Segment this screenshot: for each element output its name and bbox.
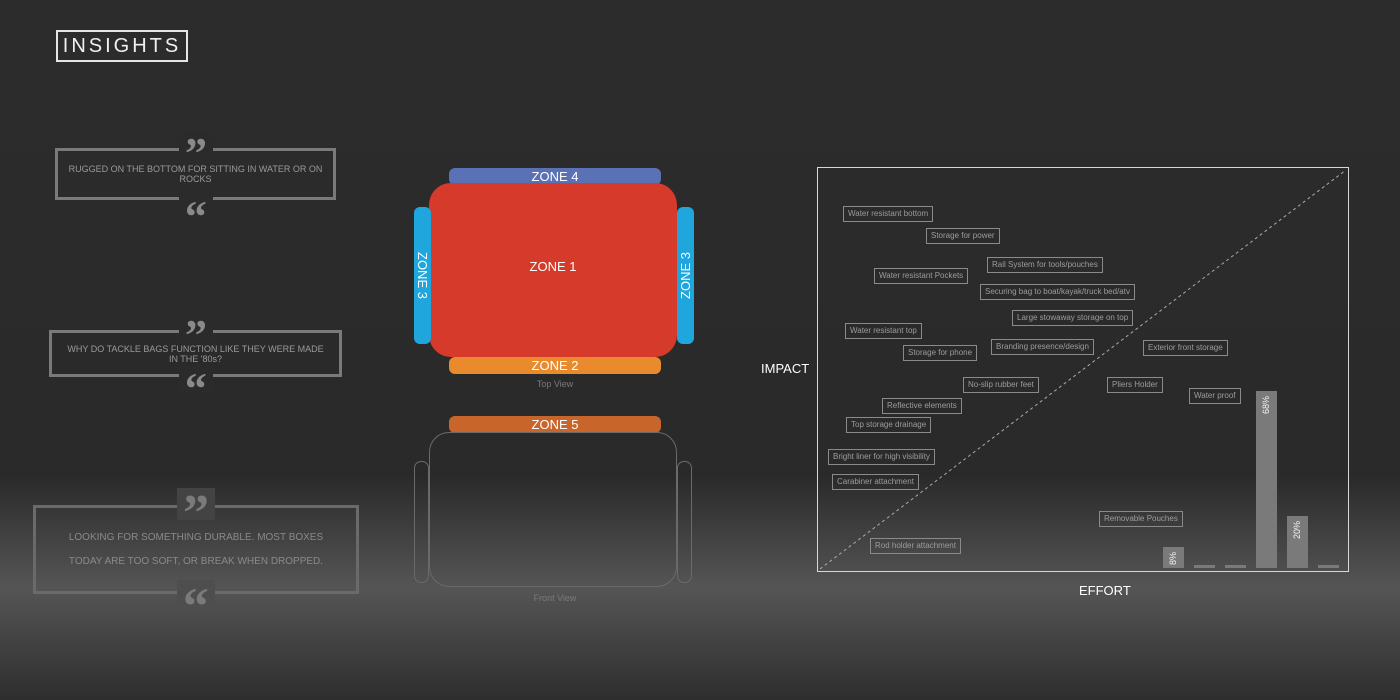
zone-1: ZONE 1 <box>429 183 677 357</box>
matrix-item: Water resistant top <box>845 323 922 339</box>
bar-value-label: 8% <box>1167 552 1178 566</box>
effort-axis-label: EFFORT <box>1079 583 1131 598</box>
front-view-right-side <box>677 461 692 583</box>
impact-effort-matrix: Water resistant bottom Storage for power… <box>817 167 1349 572</box>
front-view-left-side <box>414 461 429 583</box>
bar-value-label: 68% <box>1260 396 1271 415</box>
bar-value-label: 20% <box>1291 521 1302 540</box>
matrix-item: Reflective elements <box>882 398 962 414</box>
zone-2: ZONE 2 <box>449 357 661 374</box>
diagonal-line <box>819 169 1347 570</box>
matrix-item: Rail System for tools/pouches <box>987 257 1103 273</box>
zone-3-left-label: ZONE 3 <box>415 252 430 299</box>
matrix-item: Securing bag to boat/kayak/truck bed/atv <box>980 284 1135 300</box>
matrix-item: Pliers Holder <box>1107 377 1163 393</box>
matrix-item: Branding presence/design <box>991 339 1094 355</box>
zone-1-label: ZONE 1 <box>529 258 577 274</box>
quote-open-icon: ” <box>179 314 213 358</box>
bar-1 <box>1163 547 1184 568</box>
matrix-item: Top storage drainage <box>846 417 932 433</box>
quote-close-icon: ” <box>179 176 213 225</box>
zone-4: ZONE 4 <box>449 168 661 185</box>
matrix-item: Water resistant bottom <box>843 206 934 222</box>
quote-open-icon: ” <box>177 488 215 540</box>
matrix-item: Storage for power <box>926 228 1000 244</box>
bar-2 <box>1194 565 1215 568</box>
quote-text-1: RUGGED ON THE BOTTOM FOR SITTING IN WATE… <box>68 164 323 184</box>
matrix-item: Exterior front storage <box>1143 340 1228 356</box>
top-view-caption: Top View <box>536 379 574 389</box>
matrix-item: Carabiner attachment <box>832 474 919 490</box>
zone-2-label: ZONE 2 <box>531 358 579 373</box>
zone-5: ZONE 5 <box>449 416 661 433</box>
front-view-outline <box>429 432 677 587</box>
page-title: INSIGHTS <box>56 30 188 62</box>
quote-text-3: LOOKING FOR SOMETHING DURABLE. MOST BOXE… <box>68 531 324 567</box>
front-view-caption: Front View <box>533 593 577 603</box>
bar-3 <box>1225 565 1246 568</box>
zone-3-right-label: ZONE 3 <box>678 252 693 299</box>
zone-3-right: ZONE 3 <box>677 207 694 344</box>
bar-6 <box>1318 565 1339 568</box>
zone-3-left: ZONE 3 <box>414 207 431 344</box>
zone-4-label: ZONE 4 <box>531 169 579 184</box>
impact-axis-label: IMPACT <box>761 361 810 376</box>
matrix-item: Storage for phone <box>903 345 978 361</box>
matrix-item: Water proof <box>1189 388 1241 404</box>
matrix-item: No-slip rubber feet <box>963 377 1039 393</box>
quote-close-icon: ” <box>177 558 215 615</box>
matrix-item: Rod holder attachment <box>870 538 961 554</box>
bar-4 <box>1256 391 1277 568</box>
matrix-item: Removable Pouches <box>1099 511 1183 527</box>
zone-5-label: ZONE 5 <box>531 417 579 432</box>
matrix-item: Water resistant Pockets <box>874 268 969 284</box>
quote-text-2: WHY DO TACKLE BAGS FUNCTION LIKE THEY WE… <box>67 343 324 364</box>
matrix-item: Bright liner for high visibility <box>828 449 935 465</box>
quote-close-icon: ” <box>179 348 213 397</box>
matrix-item: Large stowaway storage on top <box>1012 310 1134 326</box>
quote-open-icon: ” <box>179 132 213 176</box>
bar-5 <box>1287 516 1308 568</box>
